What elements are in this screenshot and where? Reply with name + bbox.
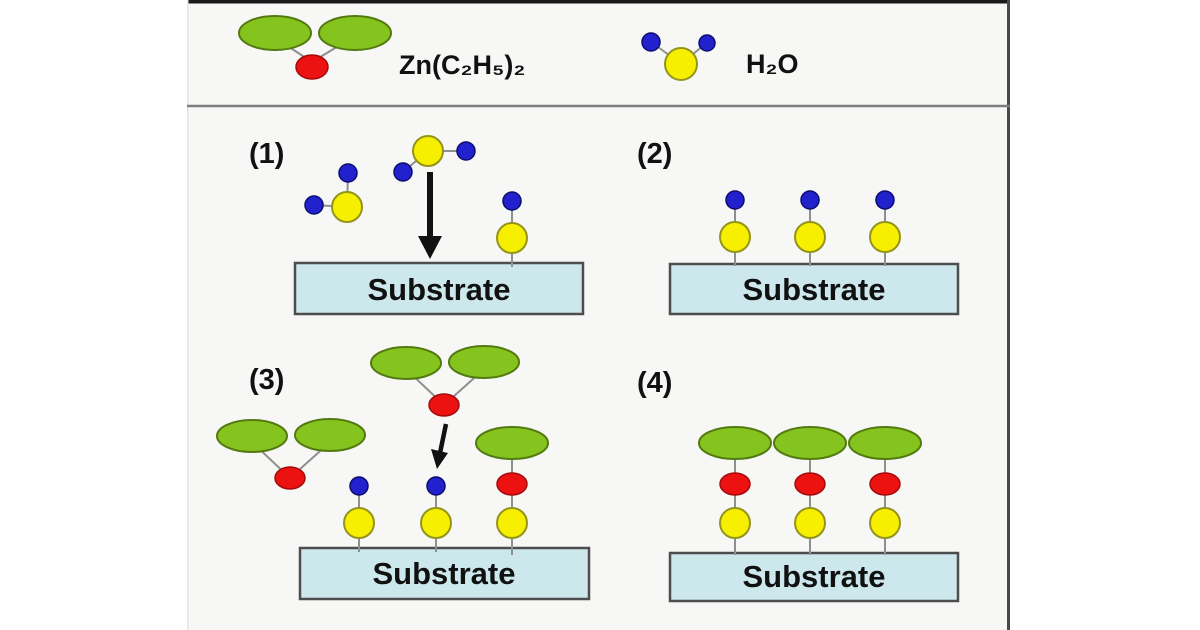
free-water-molecule bbox=[393, 135, 476, 182]
panel-2-number: (2) bbox=[637, 138, 672, 170]
water-molecule-icon bbox=[641, 32, 716, 81]
legend: Zn(C₂H₅)₂ H₂O bbox=[187, 15, 1010, 108]
ethyl-group-ellipse bbox=[238, 15, 312, 51]
zinc-atom-circle bbox=[295, 54, 329, 80]
panel-3-dez-pulse: (3) Substrate bbox=[216, 345, 591, 601]
diethylzinc-molecule-icon bbox=[238, 15, 392, 80]
substrate-slab bbox=[668, 262, 960, 316]
hydrogen-atom-circle bbox=[641, 32, 661, 52]
panel-1-water-pulse: (1) Substrate bbox=[249, 135, 585, 316]
panel-3-number: (3) bbox=[249, 364, 284, 396]
legend-h2o-label: H₂O bbox=[746, 49, 799, 79]
substrate-slab bbox=[293, 261, 585, 316]
panel-1-number: (1) bbox=[249, 138, 284, 170]
free-water-molecule bbox=[304, 163, 363, 223]
substrate-slab bbox=[668, 551, 960, 603]
legend-dez-label: Zn(C₂H₅)₂ bbox=[399, 50, 525, 80]
panel-4-zinc-monolayer: (4) Substrate bbox=[637, 367, 960, 603]
panel-4-number: (4) bbox=[637, 367, 672, 399]
oxygen-atom-circle bbox=[664, 47, 698, 81]
ethyl-group-ellipse bbox=[318, 15, 392, 51]
panel-2-hydroxylated-surface: (2) Substrate bbox=[637, 138, 960, 316]
figure-left-border bbox=[187, 0, 189, 630]
substrate-label: Substrate bbox=[373, 556, 516, 591]
deposition-arrow bbox=[431, 423, 449, 469]
figure-top-border bbox=[187, 0, 1010, 4]
hydrogen-atom-circle bbox=[698, 34, 716, 52]
substrate-label: Substrate bbox=[368, 272, 511, 307]
substrate-label: Substrate bbox=[743, 559, 886, 594]
deposition-arrow bbox=[418, 172, 442, 259]
substrate-label: Substrate bbox=[743, 272, 886, 307]
figure-right-border bbox=[1007, 0, 1010, 630]
substrate-slab bbox=[298, 546, 591, 601]
